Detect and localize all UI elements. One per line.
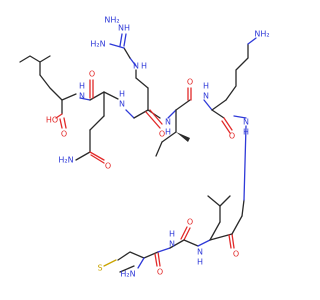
peptide-structure-diagram: HO O N H O H₂N O N H O N H NH₂ NH H₂N N … <box>19 16 270 279</box>
ile-carbonyl-o-label: O <box>187 78 193 87</box>
met-gly-n-label: N <box>169 240 175 249</box>
guanidine-h2n-label: H₂N <box>90 40 105 49</box>
guanidine-h-label: H <box>141 62 147 71</box>
met-sulfur-label: S <box>97 264 102 273</box>
amide-h-label: H <box>79 82 85 91</box>
lys-leu-n-label: N <box>243 118 249 127</box>
atom-labels: HO O N H O H₂N O N H O N H NH₂ NH H₂N N … <box>46 16 270 279</box>
arg-ile-n-label: N <box>165 118 171 127</box>
lys-nh2-label: NH₂ <box>254 30 269 39</box>
gly-leu-n-label: N <box>197 248 203 257</box>
arginine-residue <box>109 33 163 129</box>
ile-lys-h-label: H <box>203 82 209 91</box>
gln-carbonyl-o-label: O <box>89 70 95 79</box>
arg-carbonyl-o-label: O <box>159 130 165 139</box>
methionine-glycine-leucine-chain <box>103 125 247 273</box>
gln-amide-o-label: O <box>105 162 111 171</box>
lysine-residue <box>203 37 257 134</box>
glutamine-residue <box>75 79 119 164</box>
gly-carbonyl-o-label: O <box>187 218 193 227</box>
met-gly-h-label: H <box>169 230 175 239</box>
isoleucine-residue <box>155 87 192 157</box>
gln-amide-nh2-label: H₂N <box>58 156 73 165</box>
guanidine-nh-label: NH <box>118 24 130 33</box>
met-carbonyl-o-label: O <box>157 268 163 277</box>
acid-carbonyl-o-label: O <box>61 130 67 139</box>
met-nh2-label: H₂N <box>120 270 135 279</box>
gln-arg-n-label: N <box>119 100 125 109</box>
hydroxyl-label: HO <box>46 116 58 125</box>
guanidine-nh2-label: NH₂ <box>104 16 119 25</box>
guanidine-n-label: N <box>133 62 139 71</box>
lys-leu-h-label: H <box>243 128 249 137</box>
leucine-c-terminal-residue <box>19 55 77 129</box>
gln-arg-h-label: H <box>119 90 125 99</box>
ile-lys-n-label: N <box>203 92 209 101</box>
leu2-carbonyl-o-label: O <box>233 250 239 259</box>
lys-carbonyl-o-label: O <box>229 132 235 141</box>
amide-n-label: N <box>79 92 85 101</box>
gly-leu-h-label: H <box>197 258 203 267</box>
arg-ile-h-label: H <box>165 128 171 137</box>
